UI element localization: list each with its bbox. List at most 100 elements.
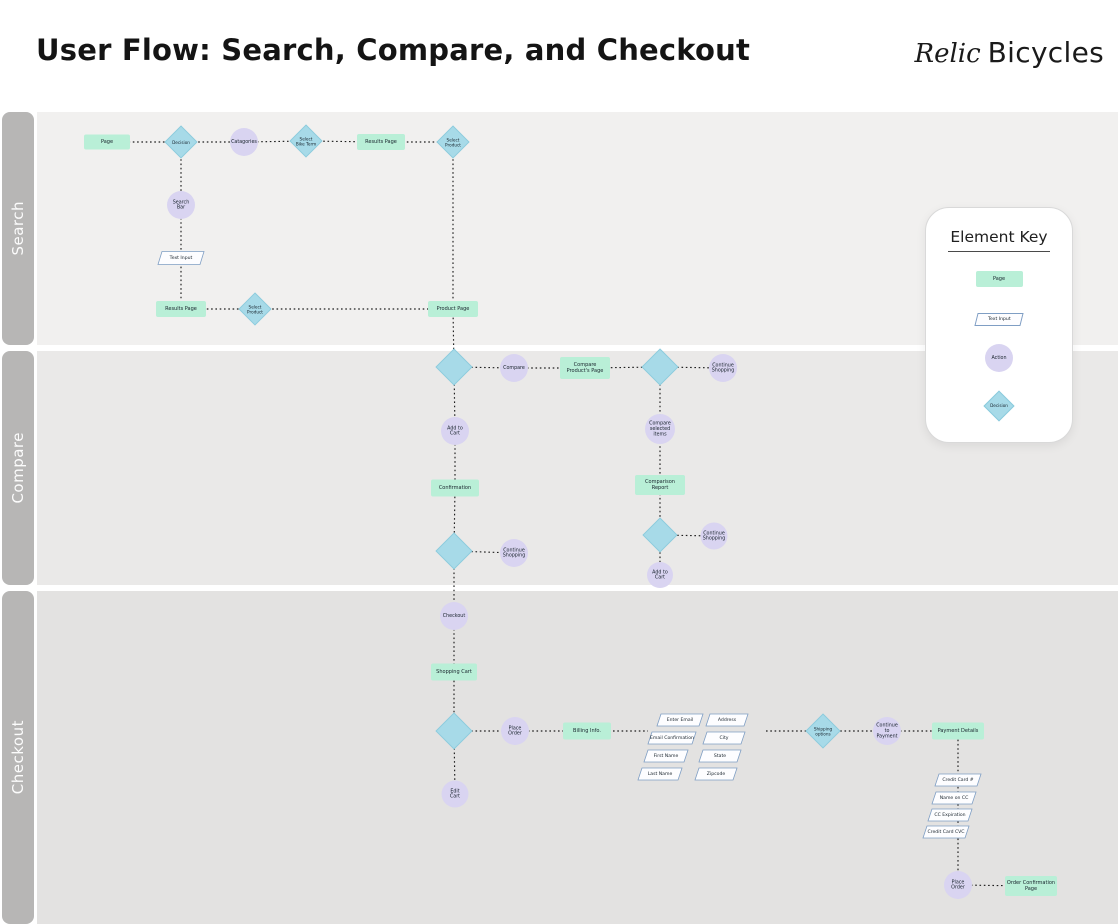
- decision-shape: [238, 292, 272, 326]
- text-input-shape-swatch: Text Input: [974, 313, 1024, 326]
- node-label: Credit Card CVC: [927, 829, 964, 835]
- legend-action-label: Action: [991, 355, 1007, 361]
- node-label: Shopping Cart: [436, 669, 472, 675]
- node-k-name-on-cc: Name on CC: [931, 791, 977, 805]
- page-shape: [428, 301, 478, 317]
- input-shape: [637, 767, 683, 781]
- node-label: Compare: [503, 365, 525, 371]
- node-label: Credit Card #: [942, 777, 973, 783]
- node-k-address: Address: [705, 713, 749, 727]
- action-shape: [501, 717, 529, 745]
- input-shape: [698, 749, 742, 763]
- input-shape: [647, 731, 697, 745]
- element-key-title: Element Key: [948, 228, 1050, 252]
- action-shape: [647, 562, 673, 588]
- node-label: Page: [101, 139, 113, 145]
- page-shape: [84, 134, 130, 150]
- node-k-first-name: First Name: [643, 749, 689, 763]
- action-shape-swatch: Action: [985, 344, 1013, 372]
- decision-shape: [435, 348, 473, 386]
- action-shape: [441, 780, 469, 808]
- node-k-credit-card-cvc: Credit Card CVC: [922, 825, 970, 839]
- decision-shape: [805, 713, 841, 749]
- legend-item-decision: Decision: [926, 390, 1072, 425]
- legend-decision-label: Decision: [990, 403, 1008, 408]
- node-label: Name on CC: [940, 795, 969, 801]
- node-c-decision-2: [641, 348, 679, 386]
- node-label: Catagories: [231, 139, 257, 145]
- element-key-card: Element Key Page Text Input Action Decis…: [925, 207, 1073, 443]
- node-label: Decision: [172, 140, 190, 145]
- node-s-page: Page: [84, 134, 130, 150]
- page-shape: [1005, 876, 1057, 896]
- page-shape: [431, 663, 477, 681]
- lane-checkout: [37, 591, 1118, 924]
- action-shape: [944, 871, 972, 899]
- action-shape: [167, 191, 195, 219]
- action-shape: [709, 354, 737, 382]
- input-shape: [702, 731, 746, 745]
- decision-shape: [641, 348, 679, 386]
- legend-item-action: Action: [926, 344, 1072, 372]
- header: User Flow: Search, Compare, and Checkout…: [0, 0, 1118, 110]
- legend-text-input-label: Text Input: [987, 317, 1011, 322]
- node-k-decision: [435, 712, 473, 750]
- decision-shape: [436, 125, 470, 159]
- node-k-checkout: Checkout: [440, 602, 468, 630]
- input-shape: [157, 251, 205, 265]
- node-label: City: [719, 735, 728, 741]
- action-shape: [700, 522, 728, 550]
- node-label: Zipcode: [707, 771, 726, 777]
- page-shape: [156, 301, 206, 317]
- node-k-zipcode: Zipcode: [694, 767, 738, 781]
- page-shape: [635, 475, 685, 495]
- node-k-credit-card-number: Credit Card #: [934, 773, 982, 787]
- node-label: Results Page: [365, 139, 397, 145]
- node-s-results-page-1: Results Page: [357, 134, 405, 150]
- input-shape: [705, 713, 749, 727]
- node-s-results-page-2: Results Page: [156, 301, 206, 317]
- node-s-product-page: Product Page: [428, 301, 478, 317]
- decision-shape: [289, 124, 323, 158]
- node-s-text-input: Text Input: [157, 251, 205, 265]
- node-label: Billing Info.: [573, 728, 601, 734]
- page-shape: [560, 357, 610, 379]
- node-k-state: State: [698, 749, 742, 763]
- legend-item-page: Page: [926, 271, 1072, 287]
- lane-tab-compare: Compare: [2, 351, 34, 585]
- page-shape: [357, 134, 405, 150]
- node-label: First Name: [654, 753, 679, 759]
- node-label: Last Name: [648, 771, 673, 777]
- lane-tab-search: Search: [2, 112, 34, 345]
- node-c-decision-4: [642, 517, 678, 553]
- node-k-payment-details: Payment Details: [932, 722, 984, 740]
- node-label: Address: [718, 717, 737, 723]
- legend-page-label: Page: [992, 276, 1006, 282]
- node-k-shopping-cart: Shopping Cart: [431, 663, 477, 681]
- node-label: Text Input: [169, 255, 193, 261]
- node-label: State: [714, 753, 726, 759]
- node-label: CC Expiration: [934, 812, 965, 818]
- node-c-compare: Compare: [500, 354, 528, 382]
